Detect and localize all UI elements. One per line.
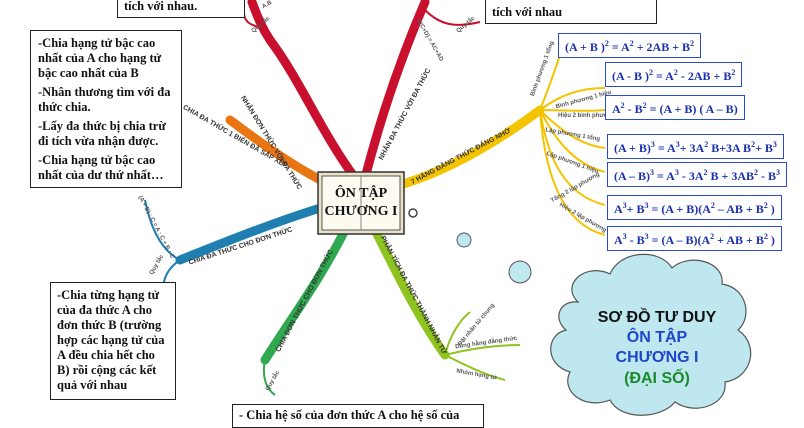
box-top-right: tích với nhau <box>485 0 657 24</box>
formula-diff-cubes-text: A3 - B3 = (A – B)(A2 + AB + B2 ) <box>614 232 775 247</box>
branch-red-2 <box>360 0 430 183</box>
formula-sum-cubes: A3+ B3 = (A + B)(A2 – AB + B2 ) <box>607 195 782 220</box>
formula-cube-diff: (A – B)3 = A3 - 3A2 B + 3AB2 - B3 <box>607 162 788 187</box>
branch-red <box>247 0 360 183</box>
cloud-line-2: ÔN TẬP <box>626 329 688 346</box>
formula-cube-diff-text: (A – B)3 = A3 - 3A2 B + 3AB2 - B3 <box>614 168 781 183</box>
division-step-4: -Chia hạng tử bậc cao nhất của dư thứ nh… <box>38 153 164 182</box>
formula-square-diff-text: (A - B )2 = A2 - 2AB + B2 <box>612 68 736 83</box>
box-division-steps: -Chia hạng tử bậc cao nhất của A cho hạn… <box>30 30 182 188</box>
formula-diff-squares-text: A2 - B2 = (A + B) ( A – B) <box>612 101 738 116</box>
center-title-line2: CHƯƠNG I <box>324 204 398 219</box>
formula-sum-cubes-text: A3+ B3 = (A + B)(A2 – AB + B2 ) <box>614 201 775 216</box>
formula-diff-cubes: A3 - B3 = (A – B)(A2 + AB + B2 ) <box>607 226 782 251</box>
branch-blue <box>175 200 335 265</box>
division-step-1: -Chia hạng tử bậc cao nhất của A cho hạn… <box>38 36 162 80</box>
formula-cube-sum: (A + B)3 = A3+ 3A2 B+3A B2+ B3 <box>607 134 784 159</box>
box-poly-div-mono-rule: -Chia từng hạng tử của đa thức A cho đơn… <box>50 282 176 400</box>
mono-div-rule-text: - Chia hệ số của đơn thức A cho hệ số củ… <box>239 408 460 422</box>
box-top-left-text: tích với nhau. <box>124 0 198 13</box>
cloud-title: SƠ ĐỒ TƯ DUY ÔN TẬP CHƯƠNG I (ĐẠI SỐ) <box>572 308 742 390</box>
cloud-line-1: SƠ ĐỒ TƯ DUY <box>597 309 717 326</box>
formula-cube-sum-text: (A + B)3 = A3+ 3A2 B+3A B2+ B3 <box>614 140 777 155</box>
cloud-line-3: CHƯƠNG I <box>615 349 699 366</box>
cloud-line-4: (ĐẠI SỐ) <box>624 370 690 387</box>
poly-div-mono-rule-text: -Chia từng hạng tử của đa thức A cho đơn… <box>57 288 165 392</box>
division-step-2: -Nhân thương tìm với đa thức chia. <box>38 85 171 114</box>
center-title-line1: ÔN TẬP <box>334 186 388 201</box>
center-book-icon <box>317 171 405 235</box>
branch-green <box>260 225 350 365</box>
sublabel-sq3: Hiệu 2 bình phương <box>558 113 616 119</box>
bubble-medium <box>456 232 472 248</box>
center-title: ÔN TẬP CHƯƠNG I <box>322 185 400 221</box>
branch-yellow <box>395 105 545 190</box>
bubble-small <box>408 208 418 218</box>
formula-square-sum-text: (A + B )2 = A2 + 2AB + B2 <box>565 39 695 54</box>
box-top-left: tích với nhau. <box>117 0 245 18</box>
box-mono-div-rule: - Chia hệ số của đơn thức A cho hệ số củ… <box>232 404 484 428</box>
box-top-right-text: tích với nhau <box>492 5 563 19</box>
division-step-3: -Lấy đa thức bị chia trừ đi tích vừa nhậ… <box>38 119 166 148</box>
formula-square-diff: (A - B )2 = A2 - 2AB + B2 <box>605 62 743 87</box>
cloud-shape <box>550 253 752 416</box>
branch-lime <box>370 225 450 360</box>
formula-square-sum: (A + B )2 = A2 + 2AB + B2 <box>558 33 702 58</box>
formula-diff-squares: A2 - B2 = (A + B) ( A – B) <box>605 95 745 120</box>
bubble-large <box>508 260 532 284</box>
